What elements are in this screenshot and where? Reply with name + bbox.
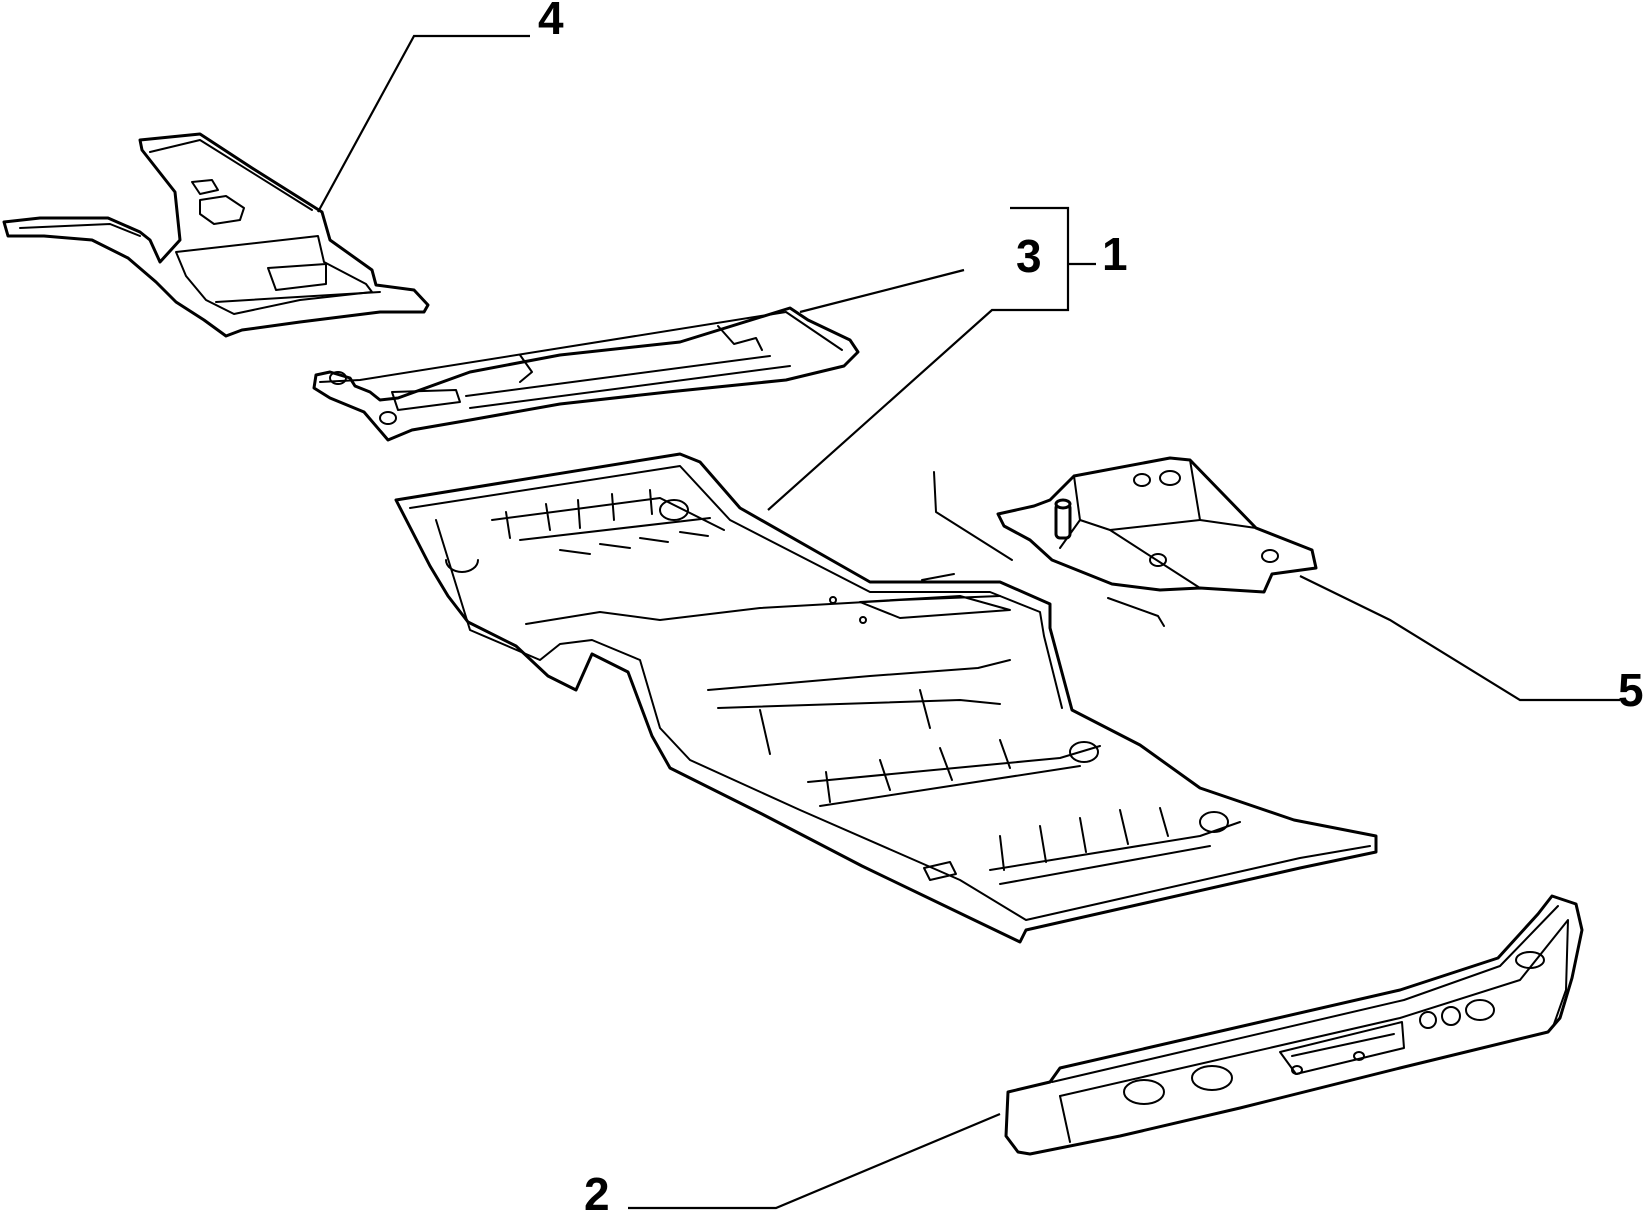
callout-3: 3 (1016, 230, 1042, 282)
leader-line-4 (317, 34, 530, 213)
callout-1: 1 (1102, 228, 1128, 280)
part-4-front-reinforcement (2, 132, 430, 338)
part-2-side-sill (1004, 894, 1584, 1156)
leader-line-3 (799, 268, 965, 314)
part-3-cross-member (312, 306, 860, 442)
reference-line (933, 471, 1013, 561)
callout-4: 4 (538, 0, 564, 44)
part-5-seat-bracket (996, 456, 1318, 594)
part-1-floor-pan (394, 452, 1378, 944)
leader-line-5 (1299, 575, 1620, 702)
callout-2: 2 (584, 1168, 610, 1212)
reference-line (1107, 597, 1165, 627)
callout-5: 5 (1618, 664, 1644, 716)
bracket-1 (1010, 206, 1096, 312)
leader-line-1 (767, 308, 1010, 511)
leader-line-2 (628, 1112, 1001, 1210)
